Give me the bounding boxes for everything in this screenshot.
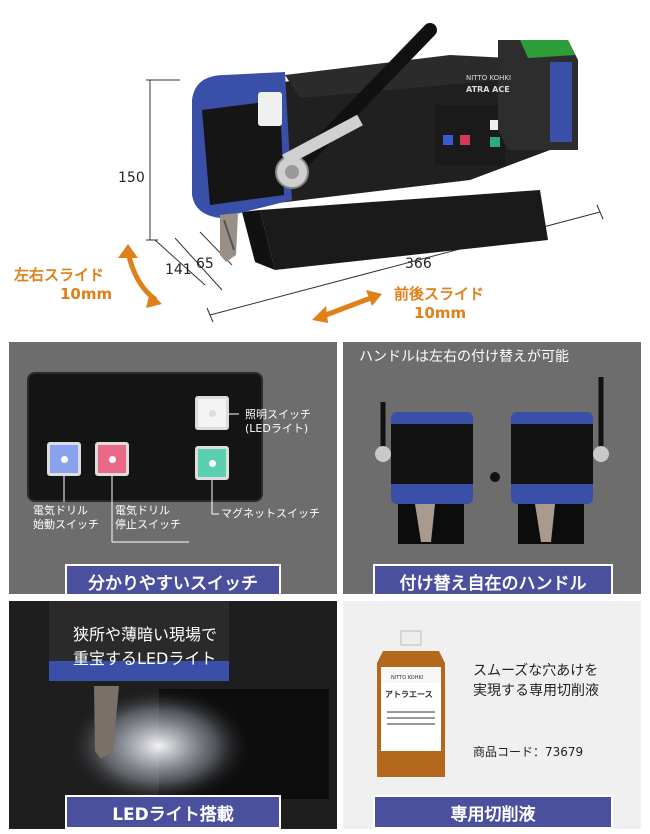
svg-text:アトラエース: アトラエース bbox=[385, 690, 433, 699]
magnetic-drill-illustration: NITTO KOHKI ATRA ACE bbox=[192, 23, 578, 270]
slide-lr-value: 10mm bbox=[60, 285, 113, 303]
light-switch-label: 照明スイッチ (LEDライト) bbox=[245, 408, 311, 435]
led-text: 狭所や薄暗い現場で 重宝するLEDライト bbox=[73, 625, 218, 668]
light-switch[interactable] bbox=[195, 396, 229, 430]
switch-panel: 照明スイッチ (LEDライト) 電気ドリル 始動スイッチ 電気ドリル 停止スイッ… bbox=[9, 342, 337, 594]
magnet-switch-label: マグネットスイッチ bbox=[221, 507, 320, 520]
dim-height: 150 bbox=[118, 170, 145, 186]
slide-fb-value: 10mm bbox=[414, 304, 467, 322]
start-switch-label: 電気ドリル 始動スイッチ bbox=[33, 504, 99, 531]
magnet-switch[interactable] bbox=[195, 446, 229, 480]
handle-panel: ハンドルは左右の付け替えが可能 付け替え自在のハンドル bbox=[343, 342, 641, 594]
start-switch[interactable] bbox=[47, 442, 81, 476]
led-caption: LEDライト搭載 bbox=[65, 795, 281, 829]
slide-lr-title: 左右スライド bbox=[14, 266, 105, 284]
handle-heads-illustration bbox=[375, 377, 609, 544]
handle-text: ハンドルは左右の付け替えが可能 bbox=[359, 349, 569, 365]
fluid-caption: 専用切削液 bbox=[373, 795, 613, 829]
product-code: 商品コード：73679 bbox=[473, 745, 584, 759]
dim-depth-2: 65 bbox=[196, 256, 214, 272]
switch-caption: 分かりやすいスイッチ bbox=[65, 564, 281, 594]
product-overview: 150 141 65 366 左右スライド 10mm 前後スライド 10mm bbox=[0, 0, 650, 335]
fluid-text: スムーズな穴あけを 実現する専用切削液 bbox=[473, 663, 599, 699]
switch-board bbox=[27, 372, 263, 502]
dimension-lines bbox=[118, 79, 604, 323]
led-panel: 狭所や薄暗い現場で 重宝するLEDライト LEDライト搭載 bbox=[9, 601, 337, 829]
dim-depth-1: 141 bbox=[165, 262, 192, 278]
slide-fb-title: 前後スライド bbox=[394, 285, 485, 303]
svg-text:NITTO KOHKI: NITTO KOHKI bbox=[466, 74, 511, 82]
cutting-fluid-bottle-icon: NITTO KOHKI アトラエース bbox=[377, 630, 445, 777]
stop-switch-label: 電気ドリル 停止スイッチ bbox=[115, 504, 181, 531]
led-window-icon bbox=[258, 92, 282, 126]
led-light-illustration bbox=[49, 601, 329, 806]
dim-width: 366 bbox=[405, 256, 432, 272]
stop-switch[interactable] bbox=[95, 442, 129, 476]
svg-text:NITTO KOHKI: NITTO KOHKI bbox=[391, 675, 423, 681]
svg-text:ATRA ACE: ATRA ACE bbox=[466, 85, 510, 94]
fluid-panel: NITTO KOHKI アトラエース スムーズな穴あけを 実現する専用切削液 商… bbox=[343, 601, 641, 829]
handle-caption: 付け替え自在のハンドル bbox=[373, 564, 613, 594]
switch-leader-lines bbox=[63, 413, 239, 543]
